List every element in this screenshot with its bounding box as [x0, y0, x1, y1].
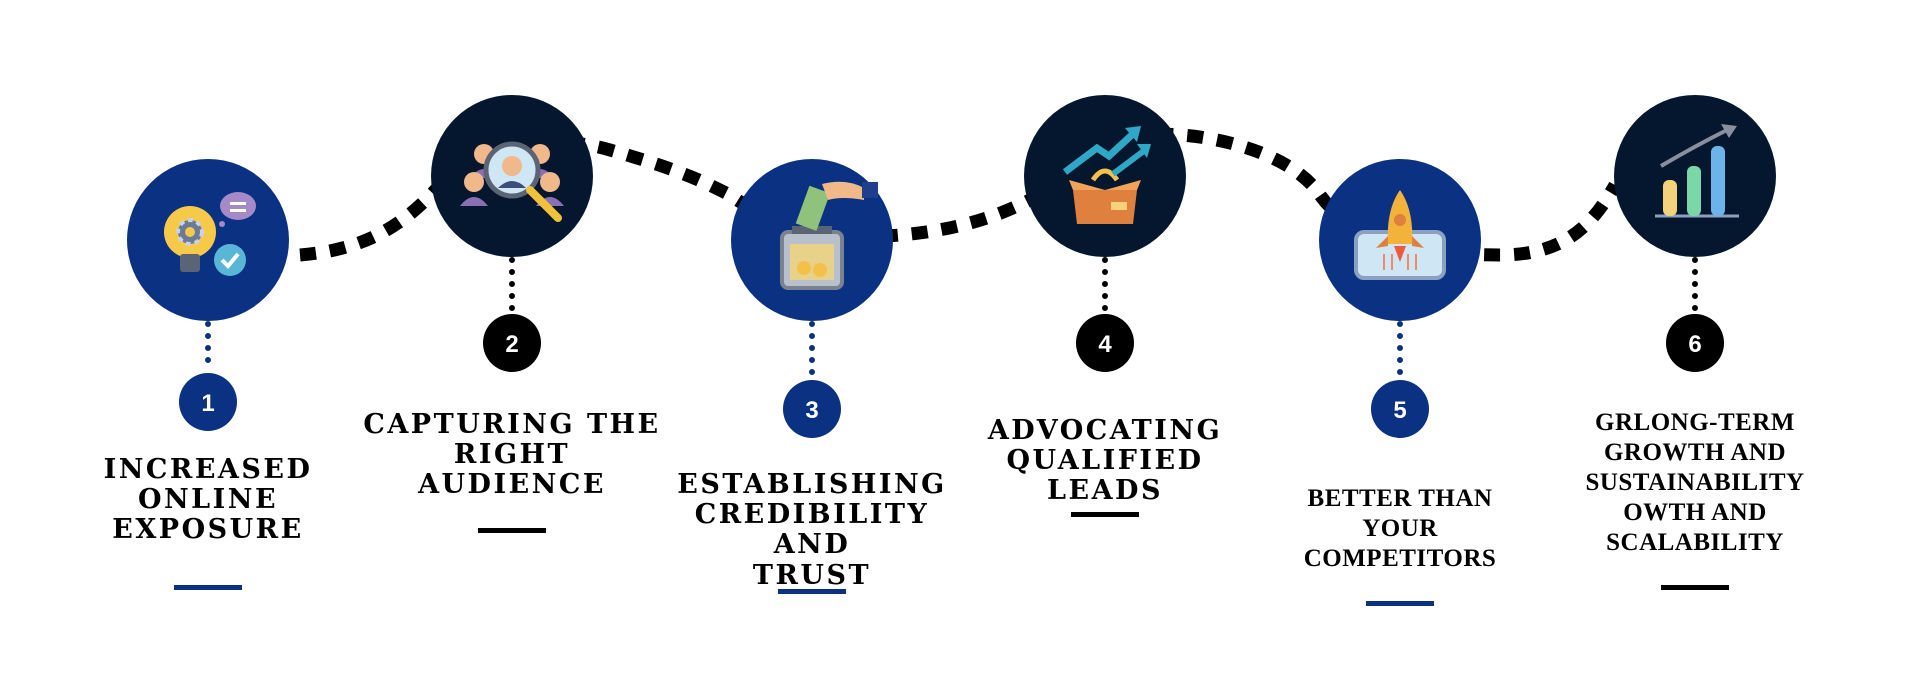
step-number-badge: [483, 314, 541, 372]
step-3: 3: [731, 159, 893, 594]
step-4: 4: [1024, 95, 1186, 517]
step-number-badge: [1666, 314, 1724, 372]
step-number: 1: [201, 390, 214, 417]
step-2: 2: [431, 95, 593, 533]
rocket-phone-icon: [1354, 190, 1446, 280]
step-number: 6: [1688, 331, 1701, 358]
step-6: 6: [1614, 95, 1776, 590]
step-number-badge: [179, 373, 237, 431]
audience-magnifier-icon: [460, 141, 564, 222]
step-title: ADVOCATING QUALIFIED LEADS: [987, 415, 1223, 507]
money-donation-box-icon: [780, 181, 878, 290]
step-5: 5: [1319, 159, 1481, 606]
step-title: CAPTURING THE RIGHT AUDIENCE: [363, 409, 661, 501]
growth-box-icon: [1062, 126, 1151, 224]
step-number-badge: [1076, 314, 1134, 372]
step-number: 2: [505, 331, 518, 358]
title-underline: [1661, 585, 1729, 590]
title-underline: [1366, 601, 1434, 606]
step-number: 3: [805, 397, 818, 424]
step-number-badge: [1371, 380, 1429, 438]
lightbulb-gear-icon: [164, 192, 256, 276]
step-number-badge: [783, 380, 841, 438]
step-title: BETTER THAN YOUR COMPETITORS: [1303, 485, 1497, 572]
bar-chart-growth-icon: [1655, 124, 1739, 218]
step-1: 1: [127, 159, 289, 590]
step-number: 4: [1098, 331, 1112, 358]
step-title: GRLONG-TERM GROWTH AND SUSTAINABILITY OW…: [1585, 409, 1805, 556]
step-number: 5: [1393, 397, 1406, 424]
title-underline: [1071, 512, 1139, 517]
title-underline: [174, 585, 242, 590]
title-underline: [778, 589, 846, 594]
step-title: ESTABLISHING CREDIBILITY AND TRUST: [677, 469, 947, 591]
step-title: INCREASED ONLINE EXPOSURE: [103, 454, 313, 546]
title-underline: [478, 528, 546, 533]
step-circle: [1024, 95, 1186, 257]
